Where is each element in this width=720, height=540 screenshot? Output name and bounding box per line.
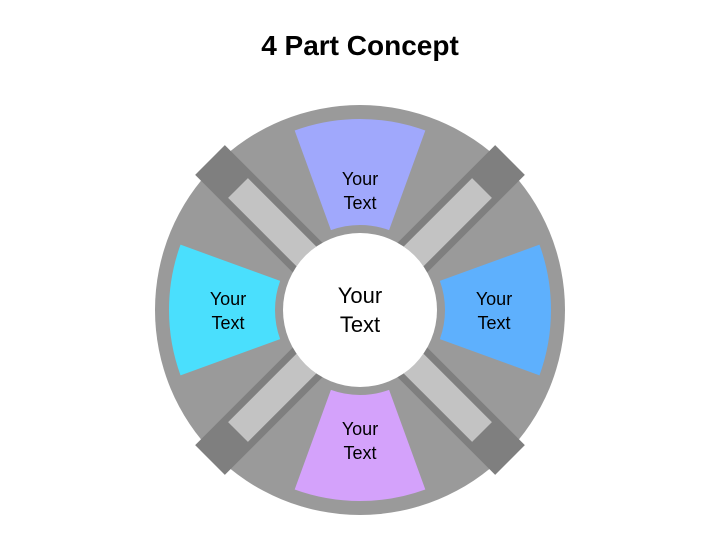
segment-left[interactable] bbox=[169, 244, 281, 376]
segment-right-label-line2: Text bbox=[477, 313, 511, 333]
segment-bottom-label-line2: Text bbox=[343, 443, 377, 463]
center-label-line2: Text bbox=[339, 312, 381, 337]
center-label-line1: Your bbox=[337, 283, 383, 308]
segment-right[interactable] bbox=[439, 244, 551, 376]
segment-right-label: Your Text bbox=[444, 287, 544, 335]
segment-top-label-line1: Your bbox=[341, 169, 379, 189]
segment-left-label: Your Text bbox=[178, 287, 278, 335]
center-circle[interactable] bbox=[283, 233, 437, 387]
center-label: Your Text bbox=[305, 281, 415, 339]
segment-bottom-label: Your Text bbox=[310, 417, 410, 465]
segment-left-label-line1: Your bbox=[209, 289, 247, 309]
segment-left-label-line2: Text bbox=[211, 313, 245, 333]
page-title: 4 Part Concept bbox=[261, 30, 459, 61]
segment-top[interactable] bbox=[294, 118, 426, 231]
segment-top-label-line2: Text bbox=[343, 193, 377, 213]
segment-bottom-label-line1: Your bbox=[341, 419, 379, 439]
segment-top-label: Your Text bbox=[310, 167, 410, 215]
segment-right-label-line1: Your bbox=[475, 289, 513, 309]
segment-bottom[interactable] bbox=[294, 389, 426, 501]
